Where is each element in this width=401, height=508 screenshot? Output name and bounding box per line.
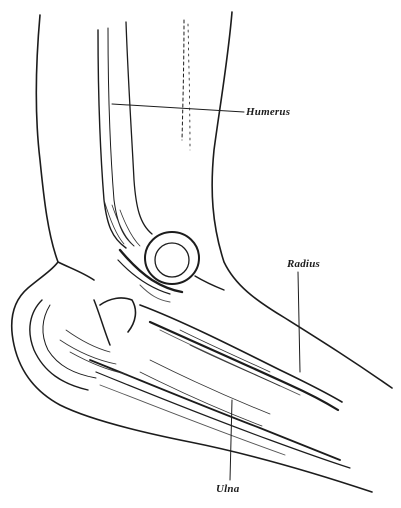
olecranon <box>30 298 136 390</box>
label-radius: Radius <box>287 258 320 270</box>
radius-leader <box>298 272 300 372</box>
ulna-leader <box>230 400 232 480</box>
label-ulna: Ulna <box>216 483 239 495</box>
ulna-bone <box>90 360 350 468</box>
elbow-joint <box>118 232 224 302</box>
humerus-leader <box>112 104 244 112</box>
arm-outline <box>12 12 392 492</box>
label-humerus: Humerus <box>246 106 290 118</box>
leader-lines <box>112 104 300 480</box>
humerus-bone <box>98 20 190 248</box>
radius-bone <box>140 305 342 410</box>
